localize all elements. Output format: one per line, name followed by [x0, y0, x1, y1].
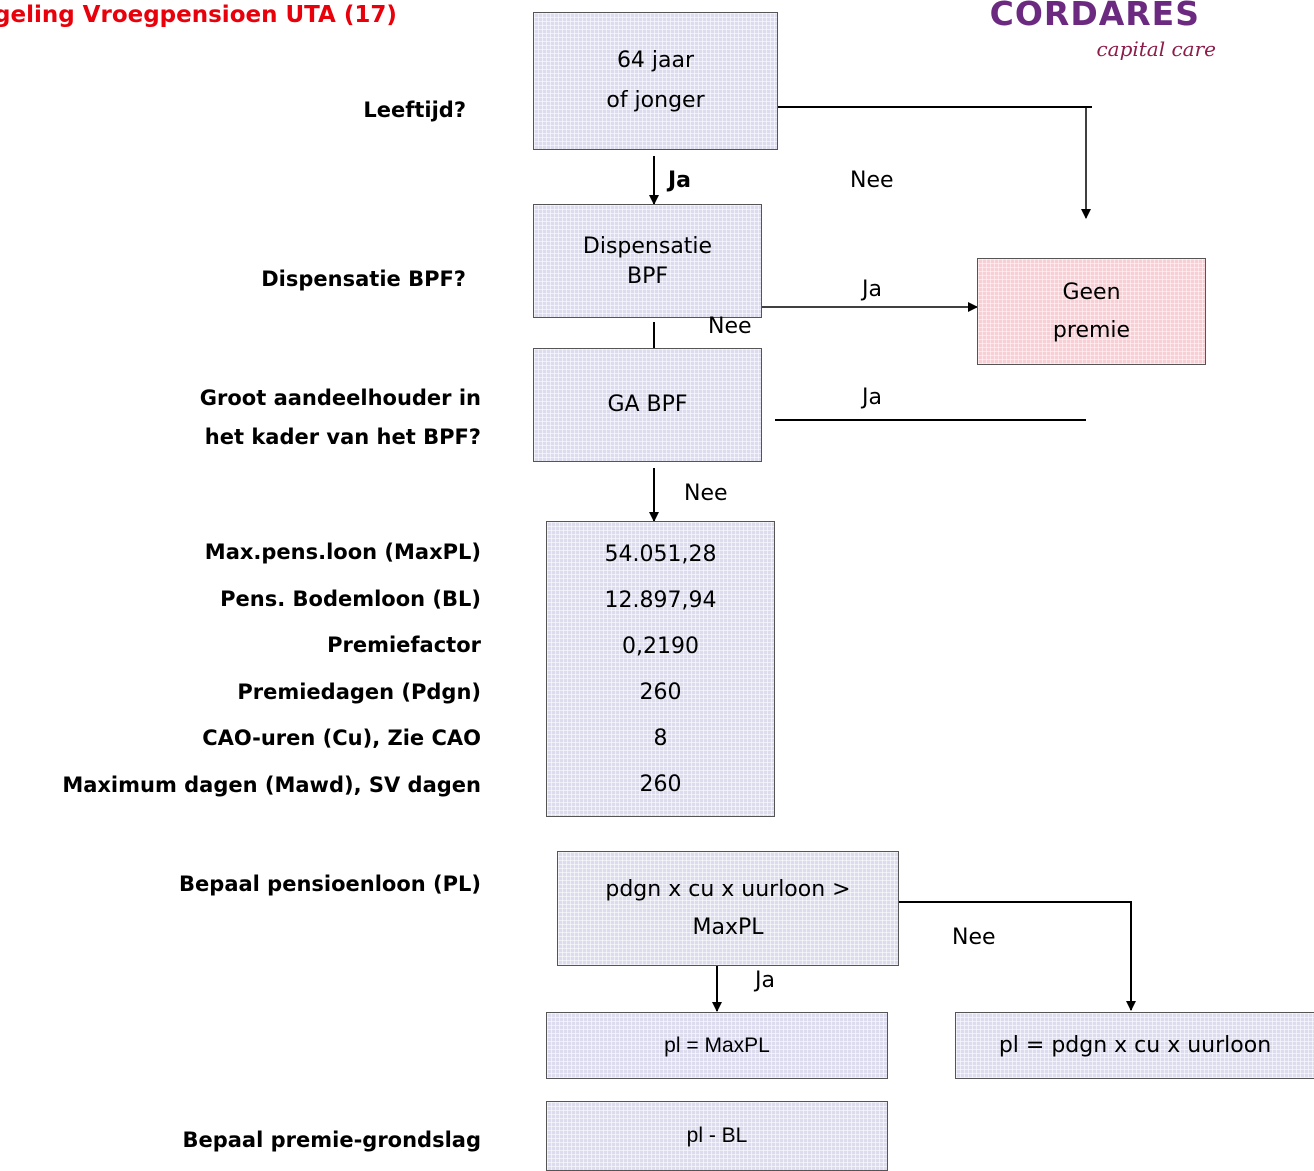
box-pl-max: pl = MaxPL [546, 1012, 888, 1079]
label-cu: CAO-uren (Cu), Zie CAO [202, 726, 481, 750]
label-ja-disp: Ja [862, 277, 882, 302]
line-cond-to-calc [887, 901, 1136, 1011]
label-pdgn: Premiedagen (Pdgn) [237, 680, 481, 704]
label-premiefactor: Premiefactor [327, 633, 481, 657]
label-ja-age: Ja [668, 168, 692, 193]
box-age-line1: 64 jaar [616, 48, 695, 73]
value-pdgn: 260 [639, 680, 682, 705]
value-mawd: 260 [639, 772, 682, 797]
box-age-line2: of jonger [606, 88, 705, 113]
logo-tagline: capital care [1096, 37, 1216, 61]
label-nee-age: Nee [850, 168, 894, 193]
value-premiefactor: 0,2190 [622, 634, 699, 659]
label-nee-cond: Nee [952, 925, 996, 950]
value-bl: 12.897,94 [604, 588, 717, 613]
box-disp-line1: Dispensatie [582, 234, 713, 259]
page-title: geling Vroegpensioen UTA (17) [0, 2, 397, 28]
cordares-logo: CORDARES capital care [950, 0, 1240, 62]
box-geen-premie: Geen premie [977, 258, 1206, 365]
box-cond-line2: MaxPL [692, 914, 764, 940]
value-cu: 8 [653, 726, 668, 751]
question-leeftijd: Leeftijd? [363, 98, 466, 122]
logo-name: CORDARES [989, 0, 1200, 33]
value-maxpl: 54.051,28 [604, 542, 717, 567]
question-groot-line1: Groot aandeelhouder in [199, 386, 481, 410]
box-pl-minus-bl: pl - BL [546, 1101, 888, 1171]
box-dispensatie: Dispensatie BPF [533, 204, 762, 318]
label-ja-ga: Ja [862, 385, 882, 410]
label-mawd: Maximum dagen (Mawd), SV dagen [62, 773, 481, 797]
box-ga-bpf: GA BPF [533, 348, 762, 462]
label-nee-disp: Nee [708, 314, 752, 339]
question-groot-line2: het kader van het BPF? [204, 425, 481, 449]
box-condition: pdgn x cu x uurloon > MaxPL [557, 851, 899, 966]
label-maxpl: Max.pens.loon (MaxPL) [204, 540, 481, 564]
box-cond-line1: pdgn x cu x uurloon > [605, 876, 851, 902]
box-geen-line1: Geen [1062, 279, 1121, 305]
box-parameter-values: 54.051,28 12.897,94 0,2190 260 8 260 [546, 521, 775, 817]
question-dispensatie: Dispensatie BPF? [261, 267, 466, 291]
box-age: 64 jaar of jonger [533, 12, 778, 150]
label-ja-cond: Ja [755, 968, 775, 993]
box-pl-calc: pl = pdgn x cu x uurloon [955, 1012, 1314, 1079]
label-bl: Pens. Bodemloon (BL) [220, 587, 481, 611]
label-nee-ga: Nee [684, 481, 728, 506]
box-geen-line2: premie [1052, 317, 1131, 343]
box-disp-line2: BPF [626, 264, 668, 289]
question-bepaal-pl: Bepaal pensioenloon (PL) [179, 872, 481, 896]
question-bepaal-grondslag: Bepaal premie-grondslag [182, 1128, 481, 1152]
